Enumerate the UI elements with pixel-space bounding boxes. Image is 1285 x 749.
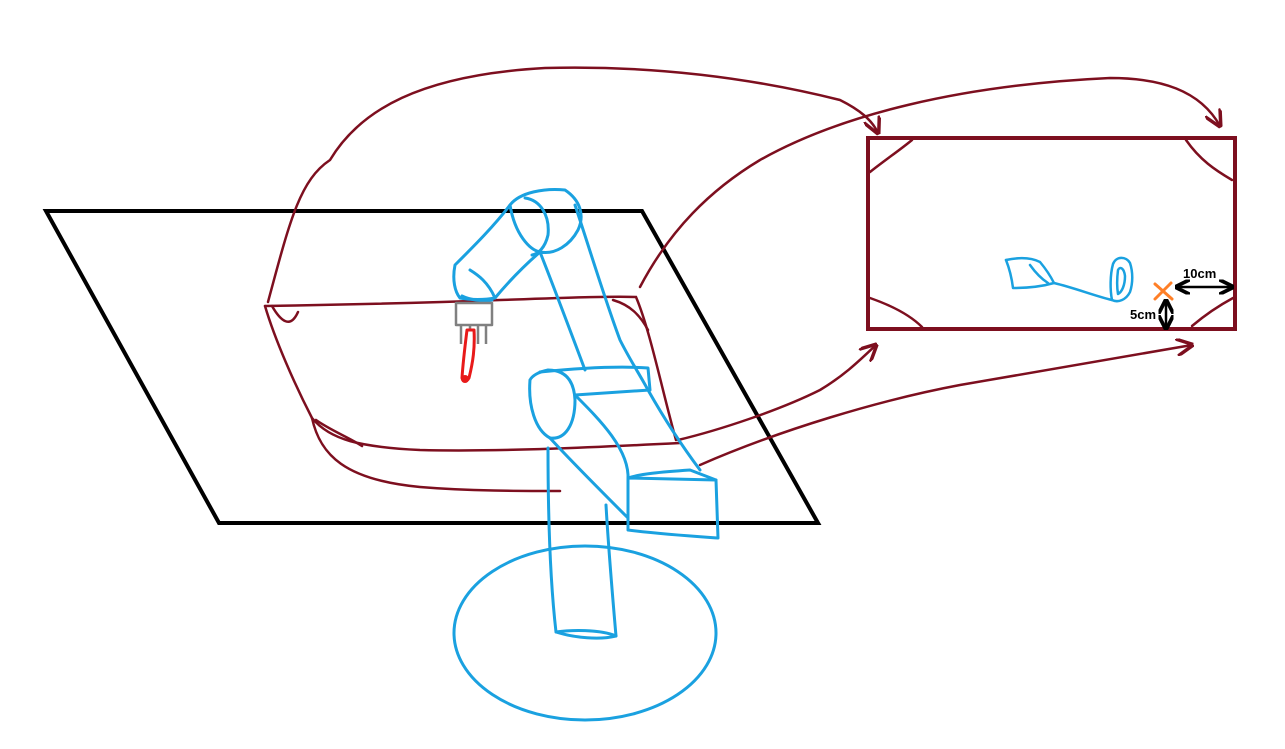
horizontal-offset-label: 10cm (1183, 266, 1216, 281)
paper-sheet-perspective (263, 295, 682, 493)
drawn-figure (1004, 256, 1134, 303)
vertical-offset-label: 5cm (1130, 307, 1156, 322)
robot-shoulder (528, 368, 577, 440)
robot-elbow (508, 188, 583, 255)
flat-sheet-corner-marks (868, 138, 1235, 329)
robot-lower-block (626, 476, 720, 540)
robot-arm (452, 188, 720, 722)
flat-sheet-frame (866, 136, 1237, 331)
robot-forearm (452, 203, 542, 301)
table-surface (42, 209, 822, 525)
robot-base (452, 544, 718, 722)
robot-column (546, 446, 618, 640)
mapping-curves (266, 66, 1220, 467)
marker-pen-icon (460, 328, 476, 383)
robot-upper-arm (538, 250, 587, 372)
flat-sheet-view: 10cm 5cm (866, 136, 1237, 331)
x-marker-icon (1153, 281, 1174, 301)
